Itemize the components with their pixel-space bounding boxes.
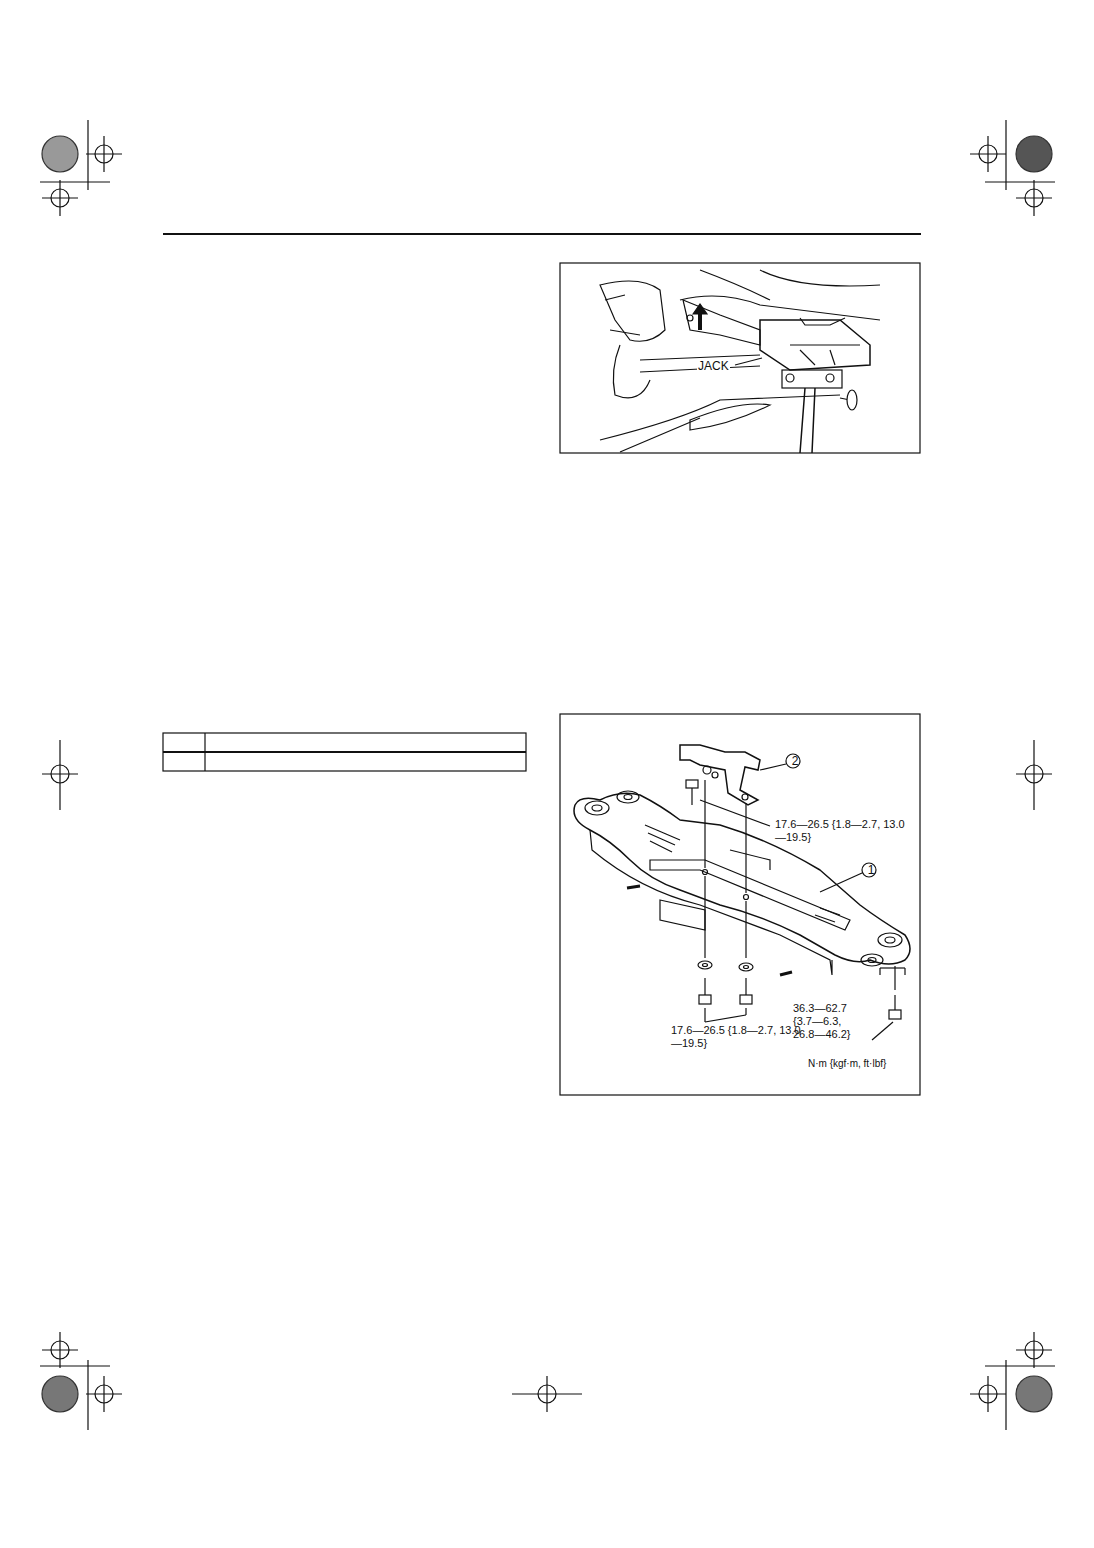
header-rule [163, 233, 921, 235]
jack-figure [560, 263, 920, 453]
callout-label: 17.6—26.5 {1.8—2.7, 13.0—19.5} [671, 1024, 801, 1050]
callout-label: 1 [865, 863, 877, 877]
crossmember-figure [560, 714, 920, 1095]
callout-label: 17.6—26.5 {1.8—2.7, 13.0—19.5} [775, 818, 905, 844]
callout-label: N·m {kgf·m, ft·lbf} [808, 1058, 918, 1070]
callout-label: JACK [697, 359, 730, 373]
callout-label: 2 [789, 754, 801, 768]
empty-table [163, 733, 526, 771]
registration-marks [40, 120, 1055, 1430]
callout-label: 36.3—62.7 {3.7—6.3, 26.8—46.2} [793, 1002, 855, 1042]
